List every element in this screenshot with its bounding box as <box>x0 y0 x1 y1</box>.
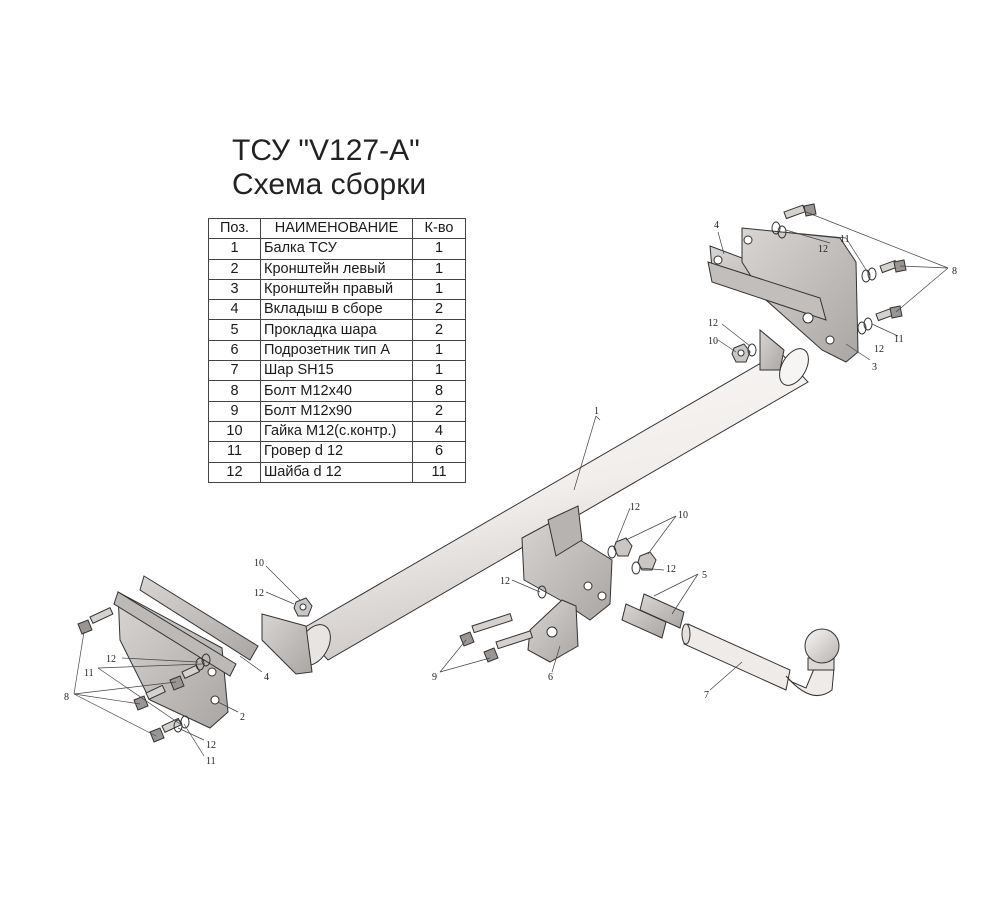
row-name: Вкладыш в сборе <box>260 299 413 321</box>
callout-12-left: 12 <box>106 654 116 665</box>
row-name: Прокладка шара <box>260 319 413 341</box>
bolt-icon <box>483 630 534 663</box>
callout-12-right-bottom: 12 <box>874 344 884 355</box>
washer-icon <box>607 545 617 559</box>
bolt-icon <box>459 613 513 647</box>
callout-10-right: 10 <box>708 336 718 347</box>
callout-12-left-nut: 12 <box>254 588 264 599</box>
callout-2: 2 <box>240 712 245 723</box>
callout-12-right-top: 12 <box>818 244 828 255</box>
callout-3: 3 <box>872 362 877 373</box>
washer-icon <box>747 343 757 357</box>
row-qty: 11 <box>412 461 466 483</box>
callout-12-center: 12 <box>666 564 676 575</box>
bolt-icon <box>783 203 817 220</box>
assembly-subtitle: Схема сборки <box>232 168 427 201</box>
product-title: ТСУ "V127-A" <box>232 134 420 167</box>
row-name: Гайка М12(с.контр.) <box>260 420 413 443</box>
callout-11-right-top: 11 <box>840 234 850 245</box>
washer-icon <box>180 715 190 729</box>
bolt-icon <box>77 607 114 635</box>
callout-9: 9 <box>432 672 437 683</box>
row-name: Шайба d 12 <box>260 461 413 483</box>
left-insert-plate <box>113 575 259 677</box>
callout-5: 5 <box>702 570 707 581</box>
callout-4-left: 4 <box>264 672 269 683</box>
callout-11-right-bottom: 11 <box>894 334 904 345</box>
callout-labels: 1 2 3 4 4 5 6 7 8 8 9 10 10 10 11 11 11 … <box>64 220 957 767</box>
callout-10-center: 10 <box>678 510 688 521</box>
header-pos: Поз. <box>208 217 261 240</box>
callout-8-right: 8 <box>952 266 957 277</box>
bolt-icon <box>875 305 903 322</box>
callout-11-left: 11 <box>84 668 94 679</box>
callout-12-center-top: 12 <box>630 502 640 513</box>
right-bracket <box>707 227 859 363</box>
nut-icon <box>293 597 313 617</box>
callout-1: 1 <box>594 406 599 417</box>
washer-icon <box>537 585 547 599</box>
tow-ball <box>681 623 840 697</box>
nut-icon <box>637 551 657 571</box>
row-name: Подрозетник тип А <box>260 339 413 362</box>
row-pos: 11 <box>208 441 261 463</box>
callout-8-left: 8 <box>64 692 69 703</box>
table-header-row: Поз. НАИМЕНОВАНИЕ К-во <box>208 217 466 240</box>
washer-icon <box>771 221 781 235</box>
washer-icon <box>857 321 867 335</box>
leader-lines <box>73 211 949 757</box>
callout-10-left: 10 <box>254 558 264 569</box>
callout-12-center-left: 12 <box>500 576 510 587</box>
callout-11-left-bottom: 11 <box>206 756 216 767</box>
callout-4-right: 4 <box>714 220 719 231</box>
nut-icon <box>731 343 751 363</box>
washer-icon <box>867 267 877 281</box>
callout-6: 6 <box>548 672 553 683</box>
row-qty: 2 <box>412 319 466 341</box>
callout-7: 7 <box>704 690 709 701</box>
washer-icon <box>861 269 871 283</box>
bolt-icon <box>169 664 201 691</box>
washer-icon <box>631 561 641 575</box>
row-name: Болт М12х90 <box>260 400 413 422</box>
row-name: Кронштейн левый <box>260 258 413 280</box>
socket-plate <box>527 599 579 663</box>
washer-icon <box>201 653 211 667</box>
tow-beam <box>261 328 809 675</box>
callout-12-left-bottom: 12 <box>206 740 216 751</box>
ball-spacer <box>621 593 685 639</box>
callout-12-right-nut: 12 <box>708 318 718 329</box>
